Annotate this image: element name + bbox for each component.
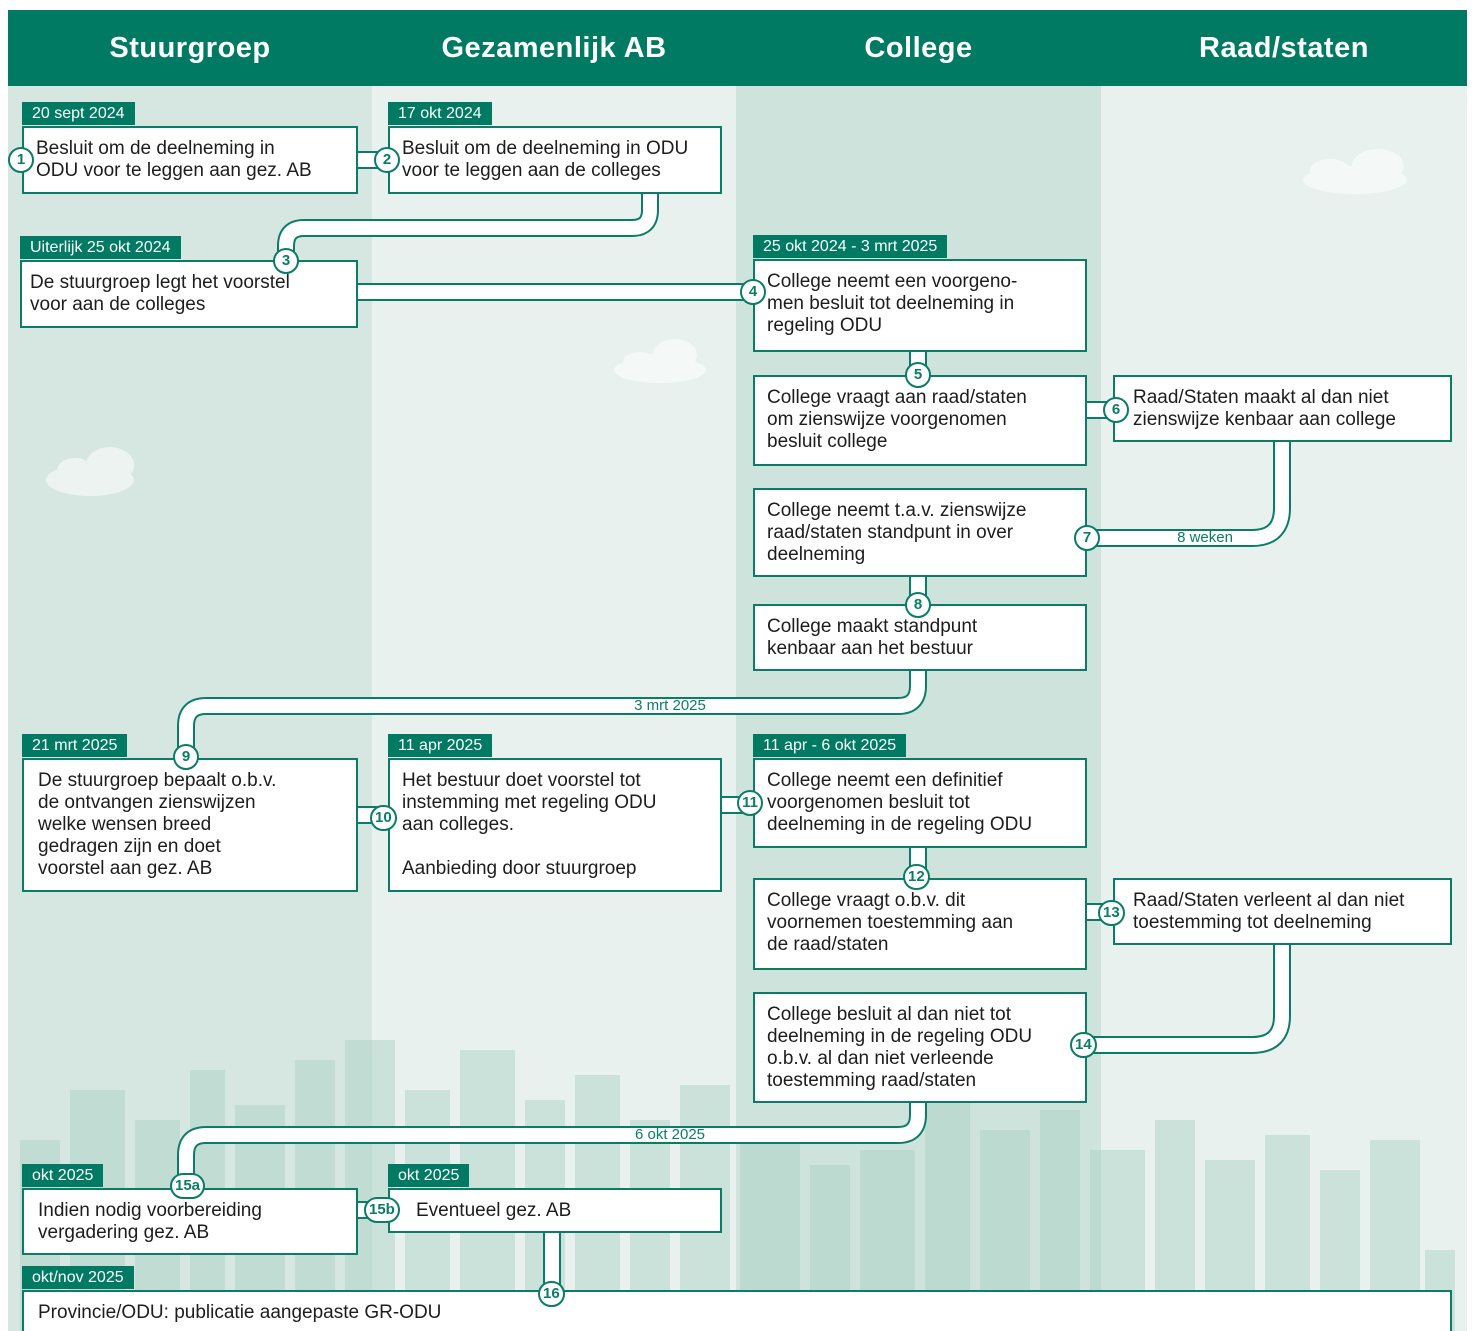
connector-13-14 — [1074, 933, 1291, 1054]
step-12-text: College vraagt o.b.v. dit voornemen toes… — [767, 890, 1014, 955]
connector-14-15a — [177, 1091, 927, 1199]
step-16-text: Provincie/ODU: publicatie aangepaste GR-… — [38, 1302, 442, 1323]
flow-label-8-weken: 8 weken — [1177, 529, 1233, 546]
date-tag-step-16: okt/nov 2025 — [22, 1266, 134, 1289]
lane-header-bar — [8, 10, 1467, 86]
step-7-text: College neemt t.a.v. zienswijze raad/sta… — [767, 500, 1027, 565]
step-badge-1: 1 — [8, 147, 34, 173]
step-badge-4: 4 — [740, 279, 766, 305]
step-10-box: Het bestuur doet voorstel tot instemming… — [388, 758, 722, 892]
step-16-box: Provincie/ODU: publicatie aangepaste GR-… — [22, 1290, 1452, 1331]
step-14-box: College besluit al dan niet tot deelnemi… — [753, 992, 1087, 1103]
lane-title-raad-staten: Raad/staten — [1199, 32, 1369, 64]
step-1-text: Besluit om de deelneming in ODU voor te … — [36, 138, 312, 181]
step-badge-3: 3 — [273, 248, 299, 274]
date-tag-step-11: 11 apr - 6 okt 2025 — [753, 734, 907, 757]
date-tag-step-2: 17 okt 2024 — [388, 102, 492, 125]
date-tag-step-15a: okt 2025 — [22, 1164, 104, 1187]
step-13-text: Raad/Staten verleent al dan niet toestem… — [1133, 890, 1405, 933]
step-3-box: De stuurgroep legt het voorstel voor aan… — [20, 260, 358, 328]
step-badge-15b: 15b — [364, 1197, 400, 1223]
lane-raad-bg — [1101, 10, 1467, 1331]
date-tag-step-9: 21 mrt 2025 — [22, 734, 128, 757]
date-tag-step-3: Uiterlijk 25 okt 2024 — [20, 236, 181, 259]
step-7-box: College neemt t.a.v. zienswijze raad/sta… — [753, 488, 1087, 577]
cloud-icon — [1303, 149, 1407, 194]
step-4-text: College neemt een voorgeno- men besluit … — [767, 271, 1018, 336]
step-badge-15a: 15a — [170, 1173, 206, 1199]
lane-title-gezamenlijk-ab: Gezamenlijk AB — [441, 32, 667, 64]
step-13-box: Raad/Staten verleent al dan niet toestem… — [1113, 878, 1452, 945]
step-12-box: College vraagt o.b.v. dit voornemen toes… — [753, 878, 1087, 970]
step-5-text: College vraagt aan raad/staten om ziensw… — [767, 387, 1027, 452]
step-4-box: College neemt een voorgeno- men besluit … — [753, 259, 1087, 352]
step-8-text: College maakt standpunt kenbaar aan het … — [767, 616, 978, 659]
step-badge-10: 10 — [370, 805, 397, 831]
step-badge-13: 13 — [1098, 900, 1125, 926]
step-badge-6: 6 — [1103, 397, 1129, 423]
step-badge-14: 14 — [1070, 1032, 1097, 1058]
step-14-text: College besluit al dan niet tot deelnemi… — [767, 1004, 1033, 1091]
step-badge-11: 11 — [737, 790, 763, 816]
step-badge-2: 2 — [374, 147, 400, 173]
flow-label-6-okt-2025: 6 okt 2025 — [634, 1126, 706, 1143]
step-11-text: College neemt een definitief voorgenomen… — [767, 770, 1033, 835]
lane-title-stuurgroep: Stuurgroep — [109, 32, 271, 64]
step-badge-16: 16 — [538, 1281, 565, 1307]
step-2-box: Besluit om de deelneming in ODU voor te … — [388, 126, 722, 194]
step-3-text: De stuurgroep legt het voorstel voor aan… — [30, 272, 290, 315]
step-badge-5: 5 — [905, 362, 931, 388]
step-2-text: Besluit om de deelneming in ODU voor te … — [402, 138, 689, 181]
step-15a-text: Indien nodig voorbereiding vergadering g… — [38, 1200, 262, 1243]
step-1-box: Besluit om de deelneming in ODU voor te … — [22, 126, 358, 194]
step-10-text: Het bestuur doet voorstel tot instemming… — [402, 770, 657, 879]
date-tag-step-4: 25 okt 2024 - 3 mrt 2025 — [753, 235, 948, 258]
connector-6-7 — [1074, 431, 1291, 547]
step-11-box: College neemt een definitief voorgenomen… — [753, 758, 1087, 848]
date-tag-step-10: 11 apr 2025 — [388, 734, 493, 757]
step-badge-7: 7 — [1074, 525, 1100, 551]
lane-title-college: College — [864, 32, 973, 64]
flow-label-3-mrt-2025: 3 mrt 2025 — [634, 697, 706, 714]
step-6-text: Raad/Staten maakt al dan niet zienswijze… — [1133, 387, 1396, 430]
step-5-box: College vraagt aan raad/staten om ziensw… — [753, 375, 1087, 466]
step-badge-12: 12 — [903, 864, 930, 890]
step-badge-8: 8 — [905, 592, 931, 618]
step-15a-box: Indien nodig voorbereiding vergadering g… — [22, 1188, 358, 1255]
step-badge-9: 9 — [173, 744, 199, 770]
step-15b-box: Eventueel gez. AB — [388, 1188, 722, 1233]
date-tag-step-1: 20 sept 2024 — [22, 102, 135, 125]
step-8-box: College maakt standpunt kenbaar aan het … — [753, 604, 1087, 671]
step-15b-text: Eventueel gez. AB — [416, 1200, 572, 1221]
step-6-box: Raad/Staten maakt al dan niet zienswijze… — [1113, 375, 1452, 442]
cloud-icon — [46, 447, 134, 496]
step-9-box: De stuurgroep bepaalt o.b.v. de ontvange… — [22, 758, 358, 892]
step-9-text: De stuurgroep bepaalt o.b.v. de ontvange… — [38, 770, 277, 879]
cloud-icon — [614, 339, 706, 383]
date-tag-step-15b: okt 2025 — [388, 1164, 470, 1187]
